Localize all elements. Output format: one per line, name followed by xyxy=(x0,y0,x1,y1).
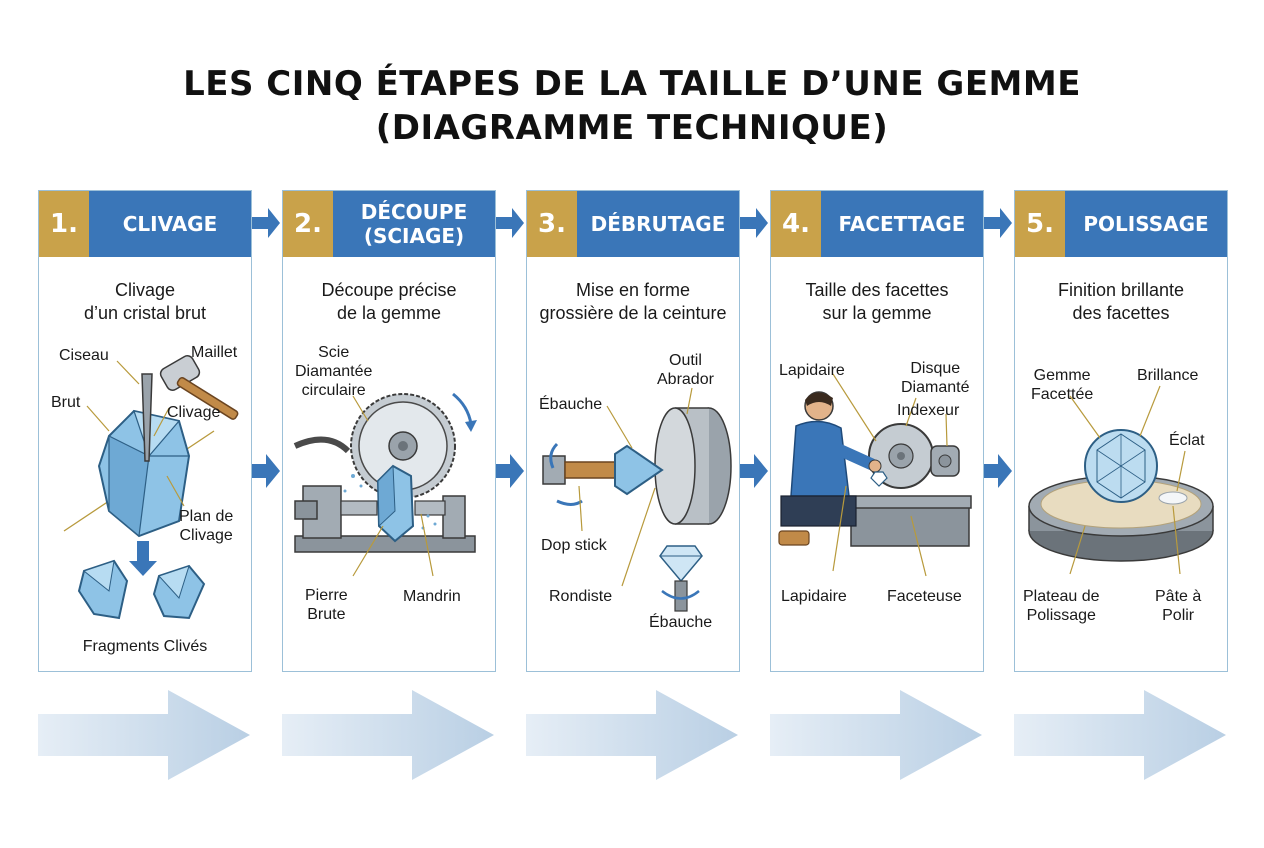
polishing-plate-icon xyxy=(1028,475,1214,562)
connector-arrow-header-2 xyxy=(496,208,524,238)
label-rondiste: Rondiste xyxy=(549,588,613,605)
dop-stick-icon xyxy=(542,455,566,485)
cleaving-illustration xyxy=(63,355,239,620)
step-description-1: Clivage d’un cristal brut xyxy=(43,279,247,325)
diamond-icon xyxy=(659,545,703,583)
label-mandrin: Mandrin xyxy=(403,588,461,605)
step-name-4: FACETTAGE xyxy=(821,191,983,257)
flow-arrow-5 xyxy=(1014,690,1226,780)
chisel-icon xyxy=(141,373,153,462)
label-pierre-brute: Pierre Brute xyxy=(305,587,348,623)
rotation-arrow-icon xyxy=(452,392,473,425)
diamond-disk-icon xyxy=(868,423,934,489)
label-dop-stick: Dop stick xyxy=(541,537,607,554)
label-gemme-facettee: Gemme Facettée xyxy=(1031,367,1094,403)
title-line-1: LES CINQ ÉTAPES DE LA TAILLE D’UNE GEMME xyxy=(183,64,1081,104)
connector-arrow-mid-4 xyxy=(984,454,1012,488)
step-panel-3: 3. DÉBRUTAGE Mise en forme grossière de … xyxy=(526,190,740,672)
label-brillance: Brillance xyxy=(1137,367,1199,384)
label-pate-a-polir: Pâte à Polir xyxy=(1155,588,1202,624)
label-brut: Brut xyxy=(51,394,81,411)
sawing-illustration xyxy=(293,392,477,577)
label-lapidaire-top: Lapidaire xyxy=(779,362,845,379)
connector-arrow-header-1 xyxy=(252,208,280,238)
saw-blade-icon xyxy=(350,393,456,499)
label-ciseau: Ciseau xyxy=(59,347,109,364)
step-header-4: 4. FACETTAGE xyxy=(771,191,983,257)
label-clivage: Clivage xyxy=(167,404,221,421)
connector-arrow-mid-2 xyxy=(496,454,524,488)
faceting-illustration xyxy=(778,373,972,577)
label-faceteuse: Faceteuse xyxy=(887,588,962,605)
step-number-4: 4. xyxy=(771,191,821,257)
step-panel-4: 4. FACETTAGE Taille des facettes sur la … xyxy=(770,190,984,672)
label-scie-diamantee: Scie Diamantée circulaire xyxy=(295,344,373,399)
label-fragments-cliv: Fragments Clivés xyxy=(82,638,208,655)
connector-arrow-header-4 xyxy=(984,208,1012,238)
polishing-illustration xyxy=(1028,385,1214,575)
step-description-2: Découpe précise de la gemme xyxy=(321,280,457,323)
label-lapidaire-bottom: Lapidaire xyxy=(781,588,847,605)
step-name-1: CLIVAGE xyxy=(89,191,251,257)
faceting-machine-icon xyxy=(850,505,970,547)
step-number-2: 2. xyxy=(283,191,333,257)
rough-stone-icon xyxy=(376,464,415,543)
label-outil-abrador: Outil Abrador xyxy=(657,352,714,388)
step-desc-1-line-2: d’un cristal brut xyxy=(83,303,207,323)
label-ebauche-top: Ébauche xyxy=(539,396,603,413)
label-eclat: Éclat xyxy=(1169,432,1205,449)
step-number-3: 3. xyxy=(527,191,577,257)
faceted-gem-icon xyxy=(1084,429,1158,503)
cleaved-fragment-right-icon xyxy=(152,564,206,620)
step-panel-2: 2. DÉCOUPE (SCIAGE) Découpe précise de l… xyxy=(282,190,496,672)
step-desc-1-line-1: Clivage xyxy=(114,280,176,300)
flow-arrow-3 xyxy=(526,690,738,780)
step-description-4: Taille des facettes sur la gemme xyxy=(805,280,949,323)
label-ebauche-bottom: Ébauche xyxy=(649,614,713,631)
label-maillet: Maillet xyxy=(191,344,238,361)
step-header-3: 3. DÉBRUTAGE xyxy=(527,191,739,257)
flow-arrow-1 xyxy=(38,690,250,780)
bruting-illustration xyxy=(542,387,732,612)
step-number-5: 5. xyxy=(1015,191,1065,257)
flow-arrow-2 xyxy=(282,690,494,780)
step-number-1: 1. xyxy=(39,191,89,257)
step-description-5: Finition brillante des facettes xyxy=(1057,280,1185,323)
title-line-2: (DIAGRAMME TECHNIQUE) xyxy=(375,108,889,148)
flow-arrow-4 xyxy=(770,690,982,780)
lapidary-person-icon xyxy=(778,391,882,546)
step-header-1: 1. CLIVAGE xyxy=(39,191,251,257)
step-panel-5: 5. POLISSAGE Finition brillante des face… xyxy=(1014,190,1228,672)
connector-arrow-mid-1 xyxy=(252,454,280,488)
connector-arrow-header-3 xyxy=(740,208,768,238)
label-indexeur: Indexeur xyxy=(897,402,960,419)
hammer-icon xyxy=(159,355,239,420)
label-disque-diamante: Disque Diamanté xyxy=(901,360,970,396)
step-header-2: 2. DÉCOUPE (SCIAGE) xyxy=(283,191,495,257)
step-header-5: 5. POLISSAGE xyxy=(1015,191,1227,257)
coolant-pipe-icon xyxy=(293,436,351,454)
step-name-2: DÉCOUPE (SCIAGE) xyxy=(333,191,495,257)
step-panel-1: 1. CLIVAGE Clivage d’un cristal brut xyxy=(38,190,252,672)
step-description-3: Mise en forme grossière de la ceinture xyxy=(539,280,727,323)
label-plateau-de-polissage: Plateau de Polissage xyxy=(1023,588,1100,624)
rough-stone-icon xyxy=(614,444,664,496)
label-plan-de-clivage: Plan de Clivage xyxy=(179,508,234,544)
diagram-title: LES CINQ ÉTAPES DE LA TAILLE D’UNE GEMME… xyxy=(0,62,1264,150)
step-name-5: POLISSAGE xyxy=(1065,191,1227,257)
cleaved-fragment-left-icon xyxy=(77,559,129,620)
grinding-wheel-icon xyxy=(654,407,732,525)
connector-arrow-mid-3 xyxy=(740,454,768,488)
down-arrow-icon xyxy=(129,541,157,576)
step-name-3: DÉBRUTAGE xyxy=(577,191,739,257)
